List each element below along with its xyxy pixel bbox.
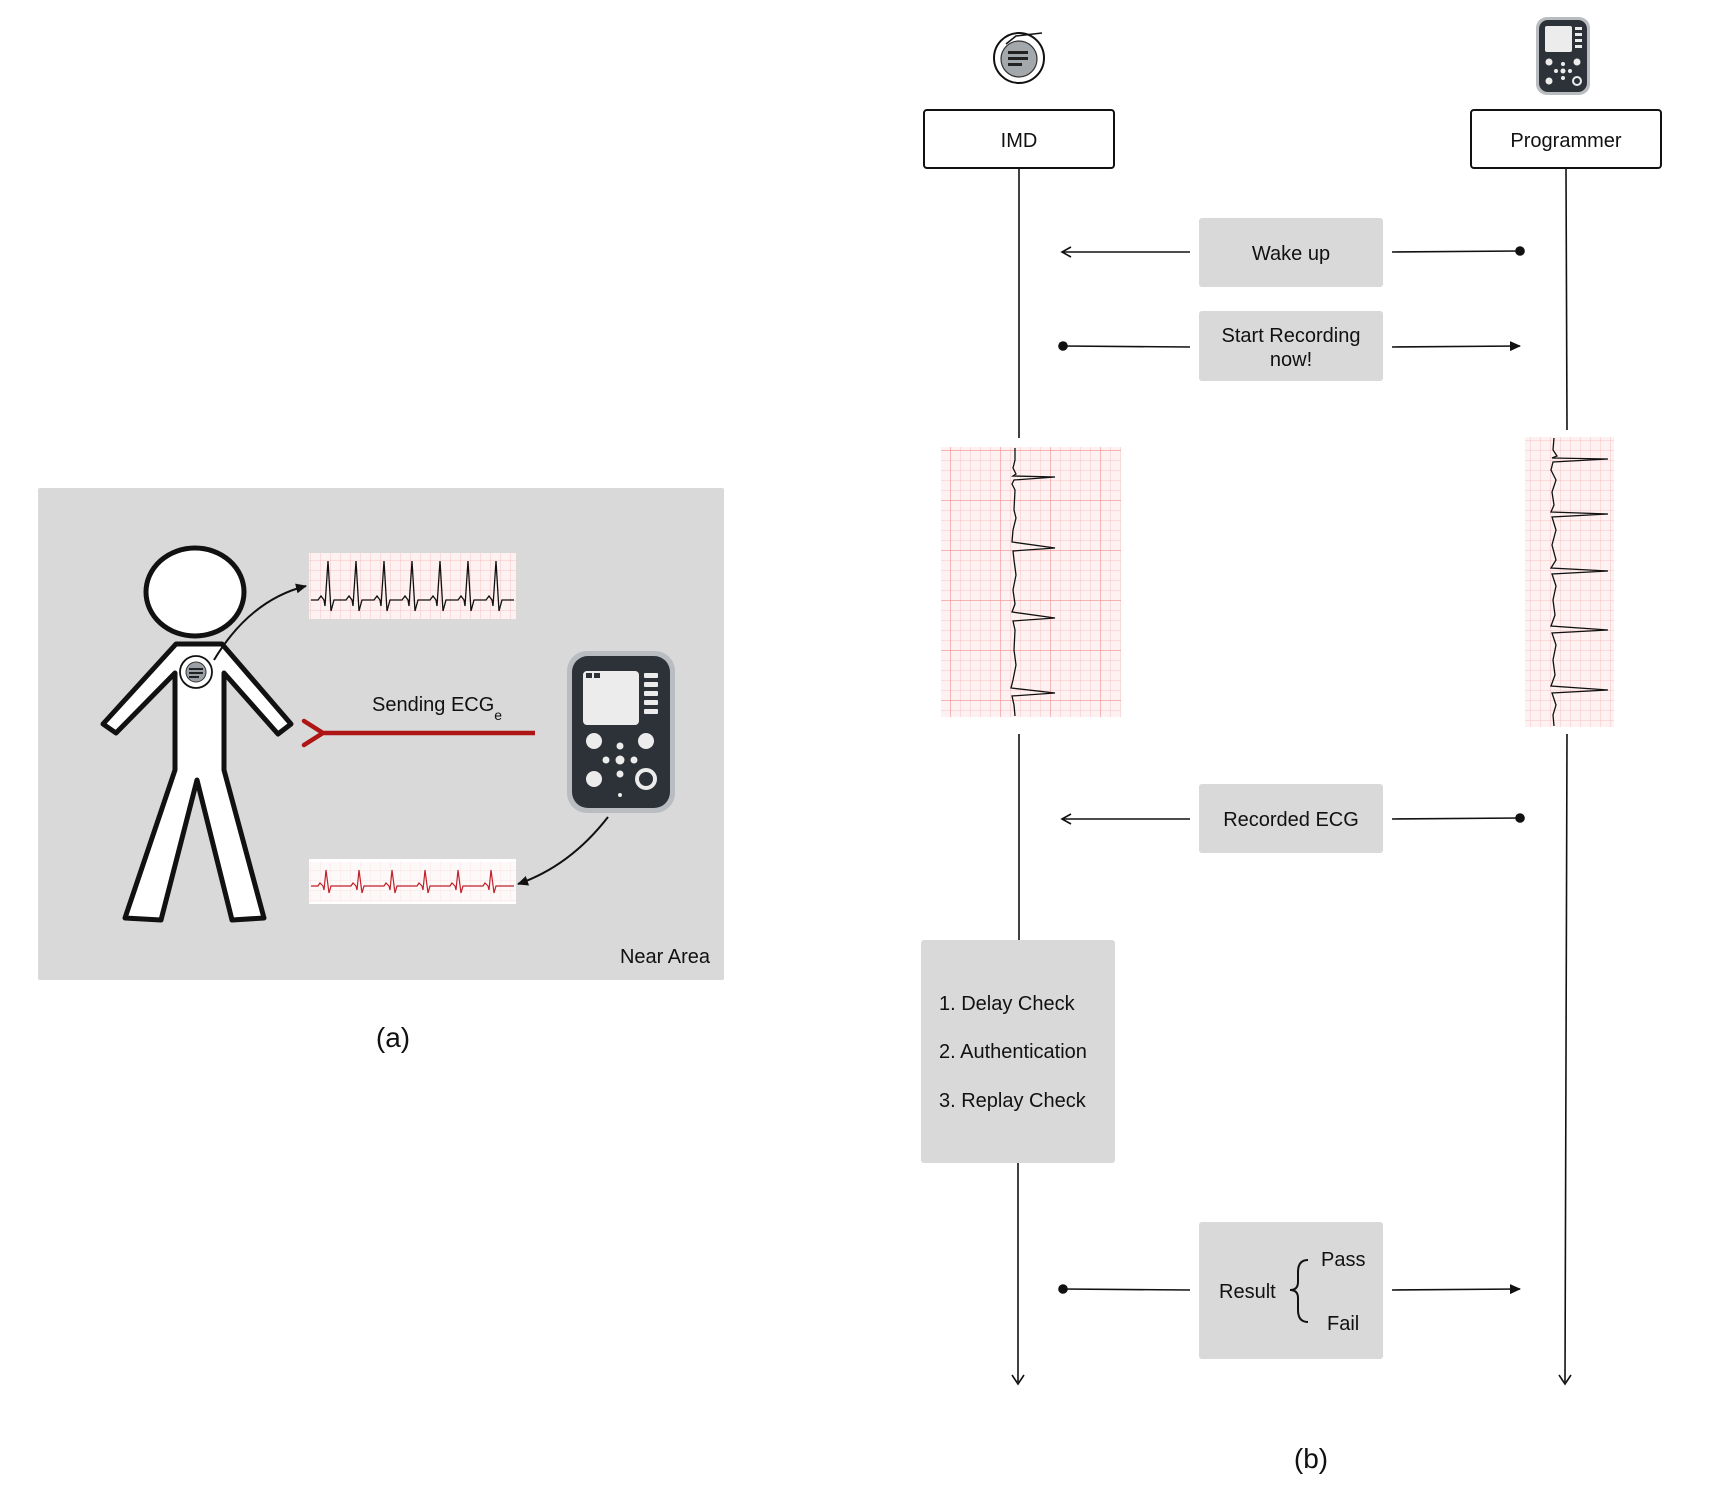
result-brace: [1289, 1259, 1309, 1323]
imd-ecg-strip: [941, 447, 1121, 717]
result-arrow-left: [1058, 1284, 1191, 1294]
checks-box: [921, 940, 1115, 1163]
sending-ecg-label: Sending ECGe: [372, 694, 502, 723]
panel-a-caption: (a): [376, 1022, 410, 1053]
programmer-lifeline: [1558, 167, 1572, 1386]
imd-lane-label: IMD: [1001, 130, 1038, 152]
ecg-trace-body: [311, 560, 514, 612]
start-recording-arrow-left: [1058, 341, 1191, 351]
near-area-label: Near Area: [620, 946, 711, 968]
check-item-3: 3. Replay Check: [939, 1090, 1087, 1112]
patient-figure: [100, 545, 294, 923]
programmer-ecg-strip: [1525, 437, 1614, 727]
result-label: Result: [1219, 1281, 1276, 1303]
start-recording-box: [1199, 311, 1383, 381]
recorded-ecg-label: Recorded ECG: [1223, 809, 1359, 831]
check-item-1: 1. Delay Check: [939, 993, 1076, 1015]
panel-b-caption: (b): [1294, 1443, 1328, 1474]
result-pass-label: Pass: [1321, 1249, 1365, 1271]
wake-up-box: [1199, 218, 1383, 287]
programmer-device-icon: [567, 651, 675, 813]
imd-ecg-trace: [1010, 448, 1056, 717]
recorded-ecg-box: [1199, 784, 1383, 853]
imd-device-icon: [993, 32, 1045, 84]
programmer-lane-icon: [1536, 17, 1590, 95]
wake-up-label: Wake up: [1252, 243, 1330, 265]
start-recording-arrow-right: [1391, 341, 1521, 352]
result-arrow-right: [1391, 1284, 1521, 1295]
result-fail-label: Fail: [1327, 1313, 1359, 1335]
device-to-ecg-arrow: [517, 816, 609, 886]
sending-ecg-subscript: e: [494, 707, 502, 723]
check-item-2: 2. Authentication: [939, 1041, 1087, 1063]
wake-up-arrow-right: [1391, 246, 1525, 256]
ecg-trace-programmer: [311, 869, 514, 894]
implant-to-ecg-arrow: [213, 583, 307, 661]
panel-b: IMD Programmer Wake up Start Recor: [921, 17, 1662, 1474]
panel-a: Sending ECGe Near Area (a): [38, 488, 724, 1053]
implant-icon: [179, 655, 213, 689]
recorded-ecg-arrow-right: [1391, 813, 1525, 823]
imd-lifeline: [1011, 168, 1025, 1386]
programmer-lane-label: Programmer: [1510, 130, 1621, 152]
programmer-ecg-trace: [1549, 437, 1609, 727]
start-recording-label-line2: now!: [1270, 349, 1312, 371]
